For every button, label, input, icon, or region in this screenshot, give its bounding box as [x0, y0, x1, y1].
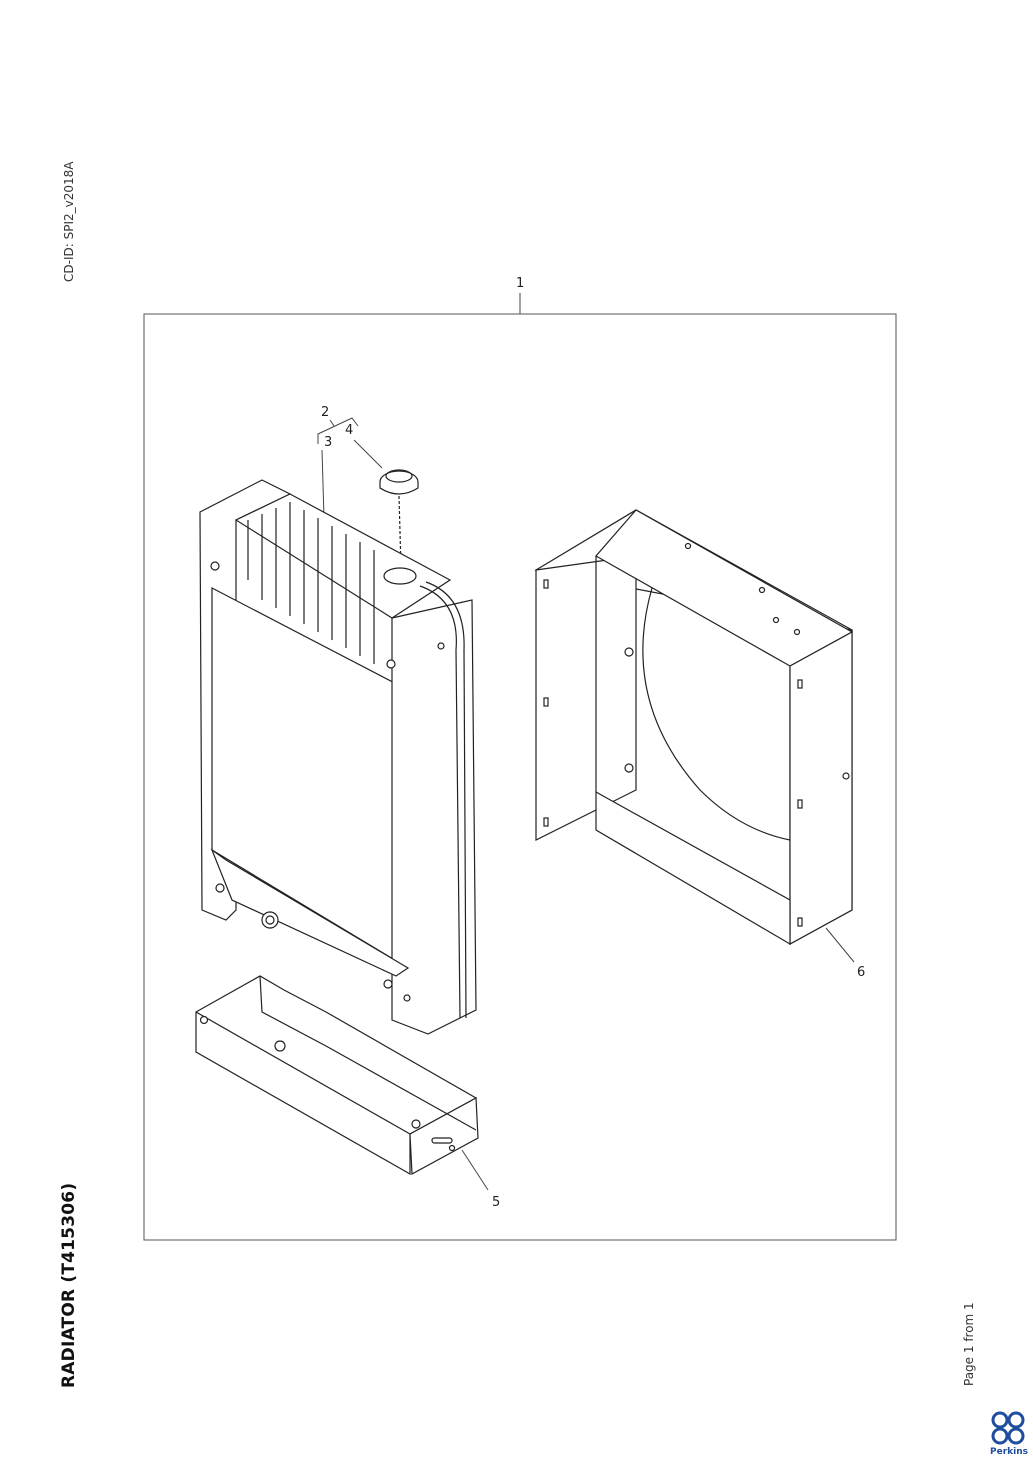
- callout-5: 5: [492, 1195, 500, 1210]
- callout-2: 2: [321, 405, 329, 420]
- callout-4: 4: [345, 423, 353, 438]
- leader-6: [825, 927, 855, 963]
- leader-4: [353, 439, 383, 469]
- perkins-logo: [991, 1411, 1025, 1445]
- callout-1: 1: [516, 276, 524, 291]
- bracket-2: [317, 417, 359, 444]
- mounting-bracket: [195, 975, 479, 1176]
- callout-3: 3: [324, 435, 332, 450]
- radiator-assembly: [199, 479, 477, 1035]
- radiator-cap: [379, 469, 419, 569]
- leader-5: [461, 1149, 489, 1191]
- fan-shroud: [534, 509, 854, 946]
- leader-3: [321, 449, 325, 519]
- callout-6: 6: [857, 965, 865, 980]
- brand-name: Perkins: [990, 1447, 1028, 1457]
